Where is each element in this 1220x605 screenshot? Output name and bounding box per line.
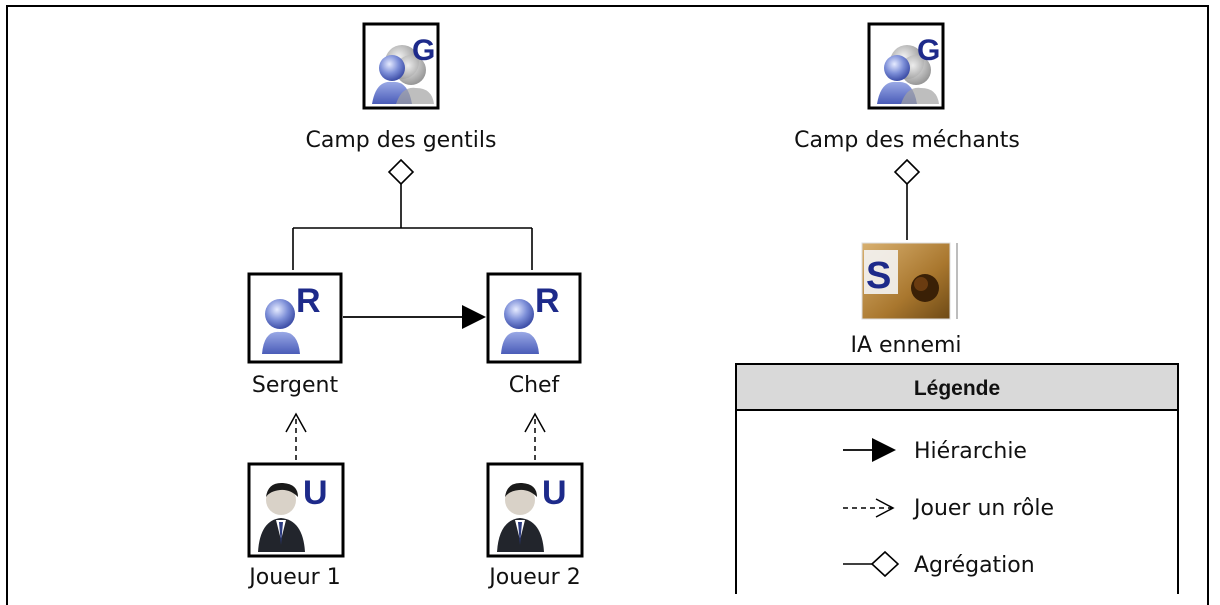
plays-role-arrow-joueur1	[285, 412, 307, 460]
filled-arrow-icon	[843, 438, 896, 462]
joueur2-node: U Joueur 2	[486, 462, 584, 590]
legend-item-label: Jouer un rôle	[912, 496, 1054, 521]
legend-item-label: Agrégation	[914, 553, 1035, 578]
camp-mechants-node: G Camp des méchants	[794, 22, 1020, 153]
node-label: Joueur 1	[247, 565, 340, 590]
aggregation-diamond	[893, 158, 921, 186]
hierarchy-arrow	[343, 305, 486, 329]
dashed-open-arrow-icon	[843, 498, 895, 518]
plays-role-arrow-joueur2	[524, 412, 546, 460]
aggregation-diamond	[387, 158, 415, 186]
legend-body	[735, 409, 1179, 594]
legend-item-agregation: Agrégation	[843, 550, 1035, 578]
ia-ennemi-node: S IA ennemi	[850, 242, 962, 358]
hollow-diamond-icon	[843, 550, 900, 578]
user-icon: U	[486, 462, 584, 558]
joueur1-node: U Joueur 1	[247, 462, 345, 590]
svg-text:U: U	[303, 474, 328, 512]
legend-item-hierarchie: Hiérarchie	[843, 438, 1027, 464]
role-icon: R	[486, 272, 582, 364]
legend: Légende Hiérarchie Jouer un rôle Agrégat…	[735, 363, 1179, 594]
node-label: Camp des méchants	[794, 128, 1020, 153]
aggregation-mechants	[893, 158, 921, 240]
svg-text:S: S	[866, 255, 891, 297]
svg-text:R: R	[535, 282, 560, 320]
role-icon: R	[247, 272, 343, 364]
group-icon: G	[867, 22, 945, 110]
group-icon: G	[362, 22, 440, 110]
svg-text:R: R	[296, 282, 321, 320]
aggregation-gentils	[292, 158, 533, 270]
node-label: IA ennemi	[850, 333, 961, 358]
legend-item-label: Hiérarchie	[914, 439, 1027, 464]
legend-header	[735, 363, 1179, 411]
node-label: Joueur 2	[487, 565, 580, 590]
node-label: Chef	[509, 373, 561, 398]
sergent-node: R Sergent	[247, 272, 343, 398]
user-icon: U	[247, 462, 345, 558]
svg-text:U: U	[542, 474, 567, 512]
node-label: Sergent	[252, 373, 339, 398]
legend-title: Légende	[914, 377, 1000, 400]
svg-text:G: G	[412, 34, 435, 67]
node-label: Camp des gentils	[306, 128, 497, 153]
system-icon: S	[861, 242, 958, 320]
diagram-frame	[6, 5, 1209, 605]
svg-text:G: G	[917, 34, 940, 67]
chef-node: R Chef	[486, 272, 582, 398]
camp-gentils-node: G Camp des gentils	[306, 22, 497, 153]
legend-item-jouer-role: Jouer un rôle	[843, 496, 1054, 521]
